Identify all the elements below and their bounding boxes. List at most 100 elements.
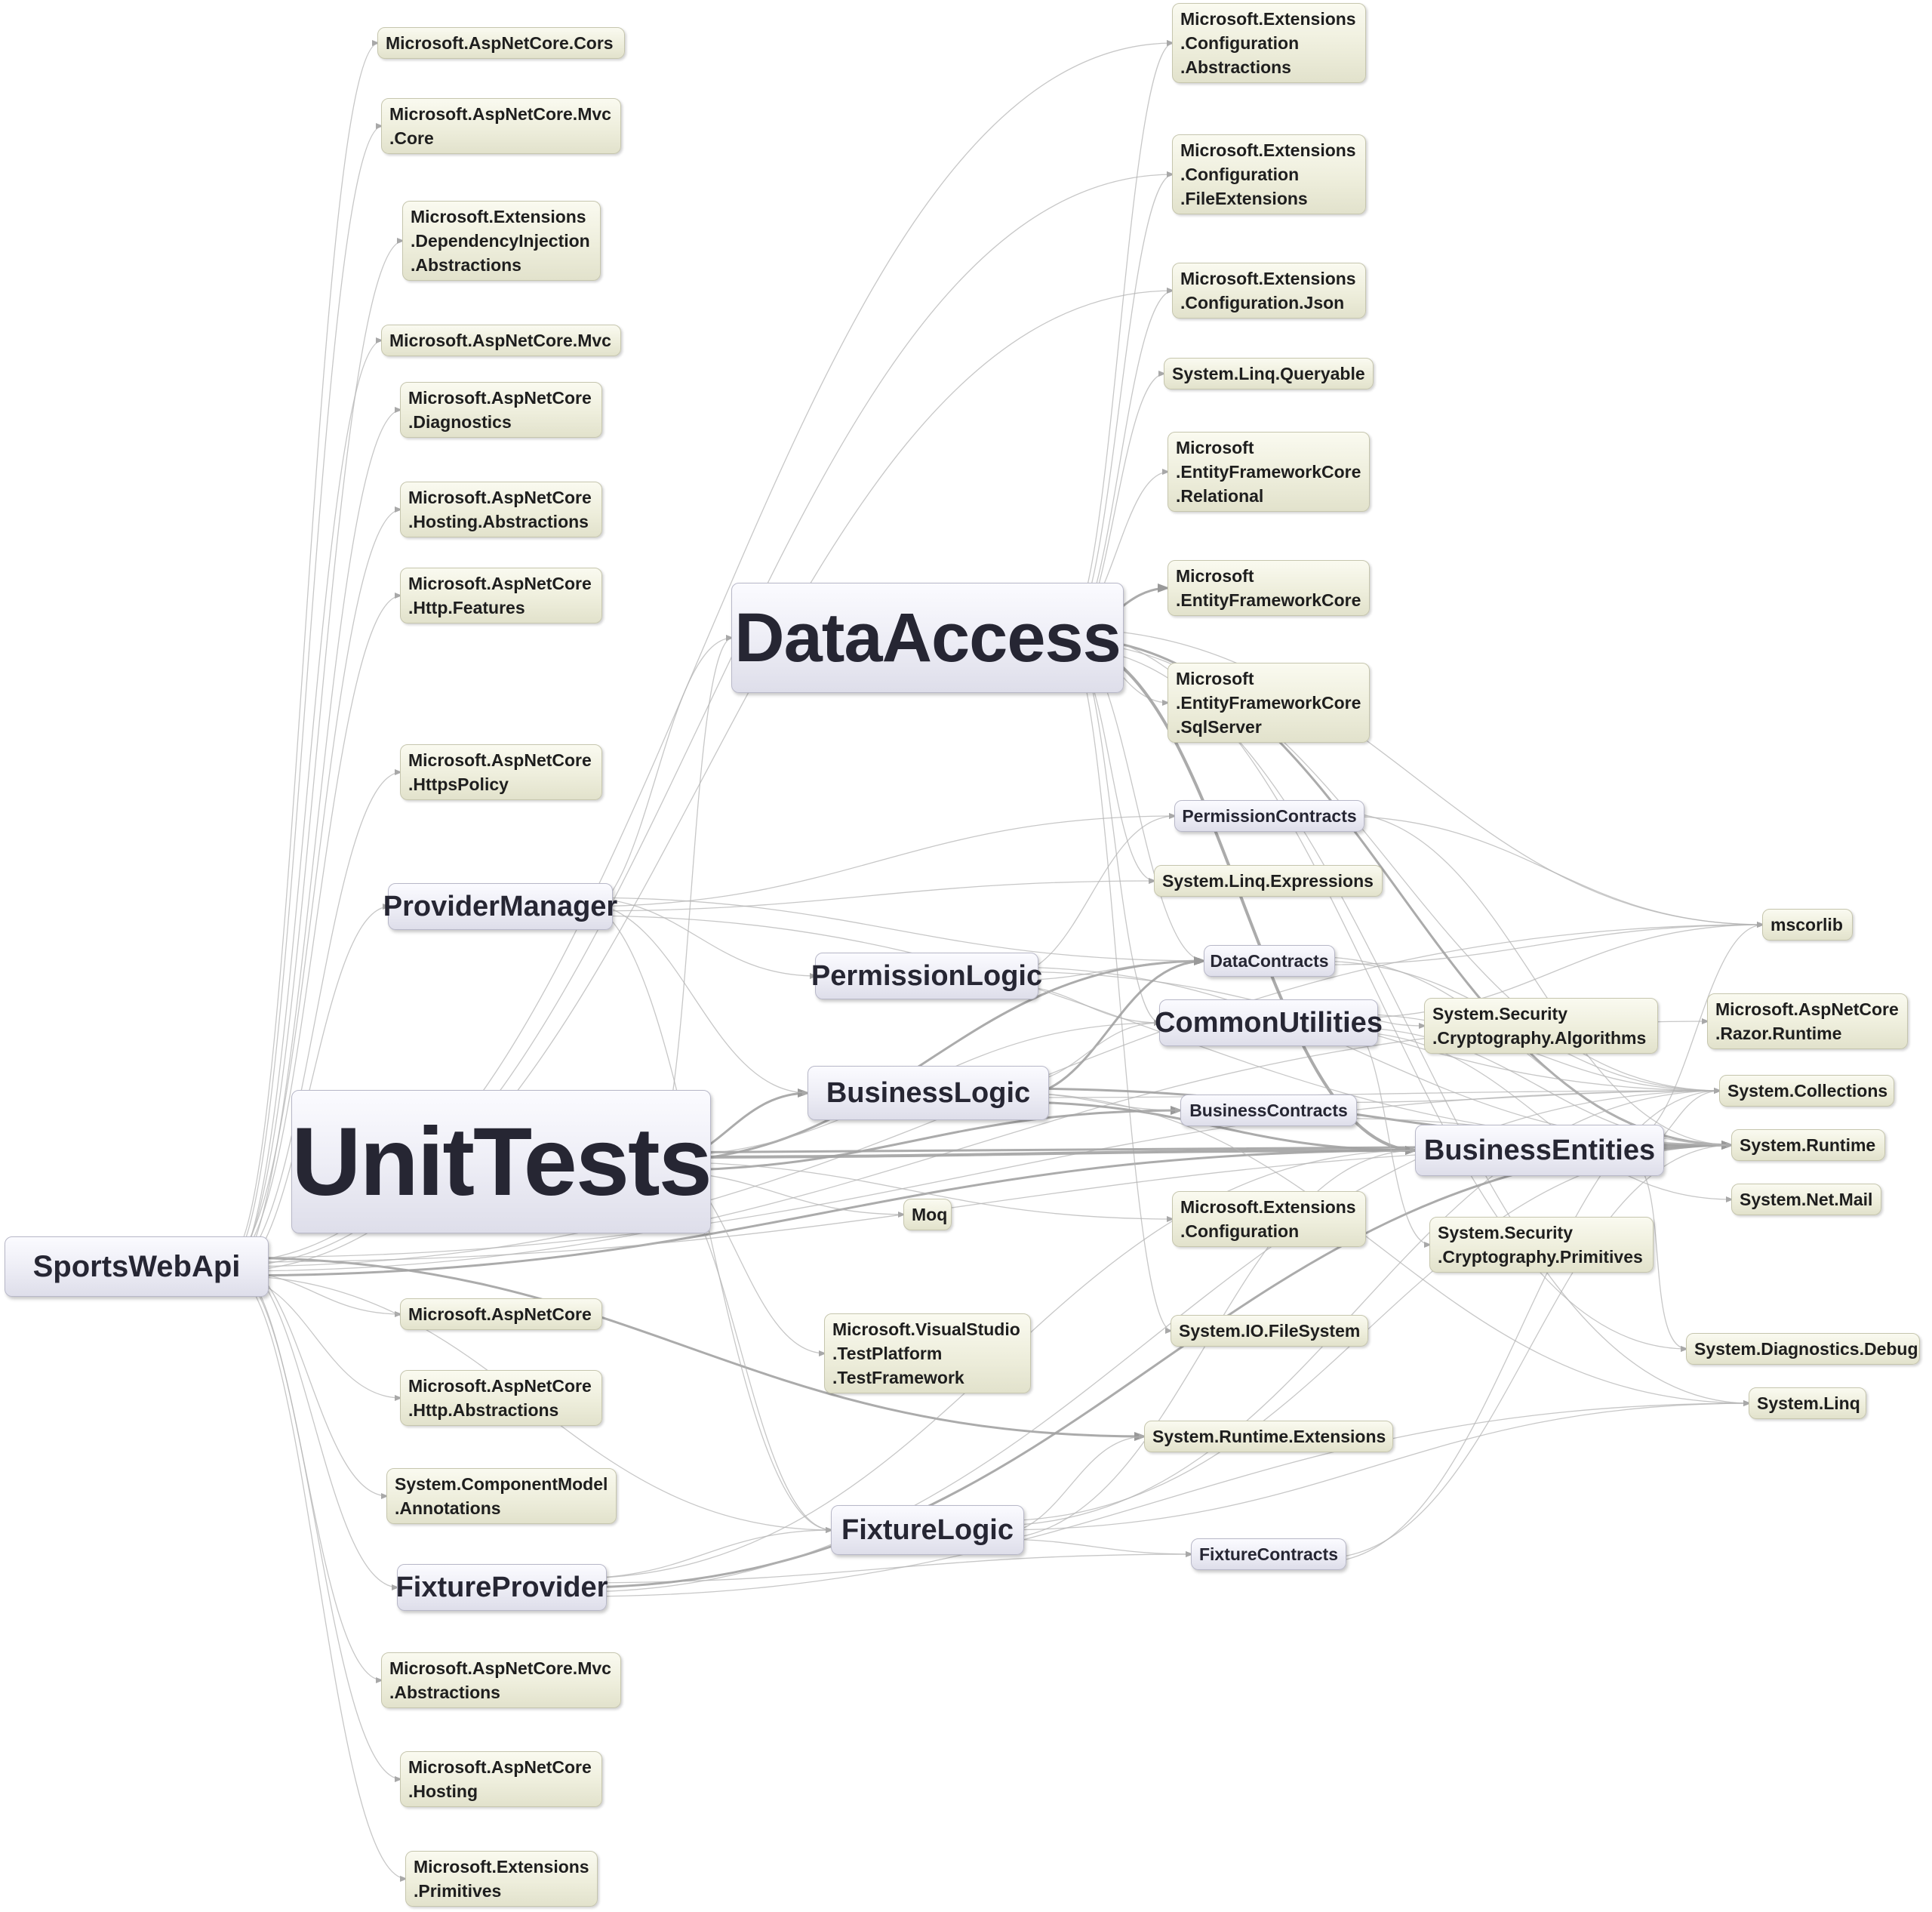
- node-label: System.Net.Mail: [1740, 1190, 1873, 1209]
- node-fixtureprovider[interactable]: FixtureProvider: [395, 1564, 608, 1611]
- edge-sportswebapi-to-cors: [229, 40, 380, 1258]
- node-label: System.Linq.Queryable: [1172, 364, 1365, 383]
- node-label: Microsoft.AspNetCore .Razor.Runtime: [1715, 999, 1899, 1043]
- edge-sportswebapi-to-coll: [229, 1088, 1721, 1258]
- node-microsoft-aspnetcore-httpspolicy[interactable]: Microsoft.AspNetCore .HttpsPolicy: [400, 744, 602, 800]
- edge-sportswebapi-to-diabs: [229, 238, 405, 1267]
- node-microsoft-aspnetcore-mvc-abstractions[interactable]: Microsoft.AspNetCore.Mvc .Abstractions: [381, 1652, 621, 1708]
- node-microsoft-aspnetcore-razor-runtime[interactable]: Microsoft.AspNetCore .Razor.Runtime: [1707, 993, 1908, 1049]
- node-sportswebapi[interactable]: SportsWebApi: [5, 1236, 269, 1297]
- node-label: Microsoft.AspNetCore .Http.Abstractions: [408, 1376, 592, 1420]
- node-businessentities[interactable]: BusinessEntities: [1415, 1125, 1664, 1176]
- edge-datacontracts-to-mscorlib: [1315, 922, 1764, 965]
- node-system-security-cryptography-algorithms[interactable]: System.Security .Cryptography.Algorithms: [1424, 998, 1658, 1054]
- edge-unittests-to-businesscontracts: [648, 1106, 1183, 1172]
- node-system-runtime[interactable]: System.Runtime: [1731, 1129, 1885, 1161]
- edge-fixtureprovider-to-linq: [575, 1400, 1751, 1597]
- node-label: System.Linq: [1757, 1393, 1860, 1413]
- node-system-runtime-extensions[interactable]: System.Runtime.Extensions: [1144, 1421, 1393, 1452]
- edge-providermanager-to-datacontracts: [579, 897, 1206, 964]
- node-permissioncontracts[interactable]: PermissionContracts: [1174, 800, 1364, 832]
- node-microsoft-aspnetcore-diagnostics[interactable]: Microsoft.AspNetCore .Diagnostics: [400, 382, 602, 438]
- node-microsoft-aspnetcore[interactable]: Microsoft.AspNetCore: [400, 1298, 602, 1330]
- edge-fixturelogic-to-coll: [995, 1088, 1721, 1526]
- node-mscorlib[interactable]: mscorlib: [1762, 909, 1853, 941]
- edge-businesslogic-to-coll: [1012, 1088, 1721, 1098]
- node-label: mscorlib: [1770, 915, 1843, 934]
- node-microsoft-extensions-configuration-abstractions[interactable]: Microsoft.Extensions .Configuration .Abs…: [1172, 3, 1366, 83]
- node-permissionlogic[interactable]: PermissionLogic: [811, 953, 1042, 999]
- node-label: FixtureContracts: [1198, 1544, 1339, 1564]
- node-label: Microsoft .EntityFrameworkCore .SqlServe…: [1176, 669, 1361, 737]
- edge-providermanager-to-permissioncontracts: [579, 813, 1177, 907]
- node-system-security-cryptography-primitives[interactable]: System.Security .Cryptography.Primitives: [1429, 1217, 1654, 1273]
- edge-fixturelogic-to-fixturecontracts: [995, 1538, 1193, 1557]
- node-microsoft-extensions-configuration[interactable]: Microsoft.Extensions .Configuration: [1172, 1191, 1366, 1247]
- edge-fixtureprovider-to-coll: [575, 1088, 1721, 1593]
- node-label: FixtureProvider: [395, 1571, 608, 1603]
- node-moq[interactable]: Moq: [903, 1199, 952, 1230]
- edge-fixtureprovider-to-fixturelogic: [575, 1527, 833, 1579]
- node-microsoft-extensions-primitives[interactable]: Microsoft.Extensions .Primitives: [405, 1851, 598, 1907]
- node-microsoft-aspnetcore-mvc[interactable]: Microsoft.AspNetCore.Mvc: [381, 325, 621, 356]
- node-system-collections[interactable]: System.Collections: [1719, 1075, 1894, 1107]
- node-businesscontracts[interactable]: BusinessContracts: [1180, 1095, 1357, 1126]
- node-microsoft-entityframeworkcore[interactable]: Microsoft .EntityFrameworkCore: [1168, 560, 1370, 616]
- node-system-io-filesystem[interactable]: System.IO.FileSystem: [1171, 1315, 1368, 1347]
- node-label: PermissionContracts: [1182, 805, 1357, 826]
- node-label: Moq: [912, 1205, 948, 1224]
- node-label: Microsoft.AspNetCore .Http.Features: [408, 574, 592, 617]
- node-fixturecontracts[interactable]: FixtureContracts: [1191, 1538, 1346, 1570]
- node-label: ProviderManager: [383, 890, 618, 922]
- node-providermanager[interactable]: ProviderManager: [383, 883, 617, 930]
- node-label: Microsoft.AspNetCore .HttpsPolicy: [408, 750, 592, 794]
- node-microsoft-entityframeworkcore-relational[interactable]: Microsoft .EntityFrameworkCore .Relation…: [1168, 432, 1370, 512]
- node-label: System.Security .Cryptography.Primitives: [1438, 1223, 1643, 1267]
- edge-sportswebapi-to-hosting: [229, 1266, 402, 1782]
- node-label: SportsWebApi: [32, 1249, 241, 1283]
- node-label: FixtureLogic: [841, 1513, 1014, 1546]
- node-microsoft-extensions-dependencyinjection-abstractions[interactable]: Microsoft.Extensions .DependencyInjectio…: [402, 201, 601, 281]
- node-microsoft-aspnetcore-http-features[interactable]: Microsoft.AspNetCore .Http.Features: [400, 568, 602, 623]
- node-microsoft-visualstudio-testplatform-testframework[interactable]: Microsoft.VisualStudio .TestPlatform .Te…: [824, 1313, 1031, 1393]
- node-system-componentmodel-annotations[interactable]: System.ComponentModel .Annotations: [386, 1468, 617, 1524]
- edge-providermanager-to-permissionlogic: [579, 897, 817, 979]
- node-label: UnitTests: [291, 1107, 712, 1216]
- node-label: System.IO.FileSystem: [1179, 1321, 1361, 1341]
- node-label: Microsoft.Extensions .Configuration: [1180, 1197, 1356, 1241]
- edge-commonutilities-to-runtime: [1345, 1027, 1734, 1148]
- node-microsoft-aspnetcore-hosting[interactable]: Microsoft.AspNetCore .Hosting: [400, 1751, 602, 1807]
- node-label: System.Linq.Expressions: [1162, 871, 1374, 891]
- node-commonutilities[interactable]: CommonUtilities: [1155, 999, 1383, 1046]
- node-fixturelogic[interactable]: FixtureLogic: [831, 1505, 1024, 1555]
- node-system-linq-expressions[interactable]: System.Linq.Expressions: [1154, 865, 1383, 897]
- node-label: Microsoft.Extensions .Configuration .Abs…: [1180, 9, 1356, 77]
- node-microsoft-extensions-configuration-json[interactable]: Microsoft.Extensions .Configuration.Json: [1172, 263, 1366, 319]
- node-system-linq-queryable[interactable]: System.Linq.Queryable: [1164, 358, 1374, 389]
- edge-unittests-to-cfg: [648, 1161, 1174, 1222]
- node-label: System.Collections: [1727, 1081, 1888, 1101]
- node-label: Microsoft.Extensions .DependencyInjectio…: [411, 207, 590, 275]
- edge-permissioncontracts-to-mscorlib: [1336, 815, 1764, 928]
- node-label: Microsoft.Extensions .Primitives: [414, 1857, 589, 1901]
- node-microsoft-aspnetcore-hosting-abstractions[interactable]: Microsoft.AspNetCore .Hosting.Abstractio…: [400, 482, 602, 537]
- node-label: CommonUtilities: [1155, 1006, 1383, 1039]
- edge-providermanager-to-businesslogic: [579, 901, 810, 1096]
- edge-businesslogic-to-linq: [1012, 1092, 1751, 1406]
- edge-businesscontracts-to-coll: [1330, 1088, 1721, 1104]
- node-microsoft-aspnetcore-mvc-core[interactable]: Microsoft.AspNetCore.Mvc .Core: [381, 98, 621, 154]
- node-businesslogic[interactable]: BusinessLogic: [808, 1066, 1049, 1120]
- node-unittests[interactable]: UnitTests: [291, 1090, 712, 1233]
- node-system-net-mail[interactable]: System.Net.Mail: [1731, 1184, 1881, 1215]
- edge-unittests-to-dataaccess: [648, 635, 734, 1167]
- node-microsoft-aspnetcore-http-abstractions[interactable]: Microsoft.AspNetCore .Http.Abstractions: [400, 1370, 602, 1426]
- node-microsoft-extensions-configuration-fileextensions[interactable]: Microsoft.Extensions .Configuration .Fil…: [1172, 134, 1366, 214]
- node-label: Microsoft.Extensions .Configuration.Json: [1180, 269, 1356, 313]
- edge-unittests-to-businessentities: [648, 1146, 1417, 1159]
- node-dataaccess[interactable]: DataAccess: [731, 583, 1124, 693]
- node-microsoft-entityframeworkcore-sqlserver[interactable]: Microsoft .EntityFrameworkCore .SqlServe…: [1168, 663, 1370, 743]
- node-datacontracts[interactable]: DataContracts: [1204, 945, 1335, 977]
- node-system-linq[interactable]: System.Linq: [1749, 1387, 1866, 1419]
- node-system-diagnostics-debug[interactable]: System.Diagnostics.Debug: [1686, 1333, 1920, 1365]
- node-microsoft-aspnetcore-cors[interactable]: Microsoft.AspNetCore.Cors: [377, 27, 625, 59]
